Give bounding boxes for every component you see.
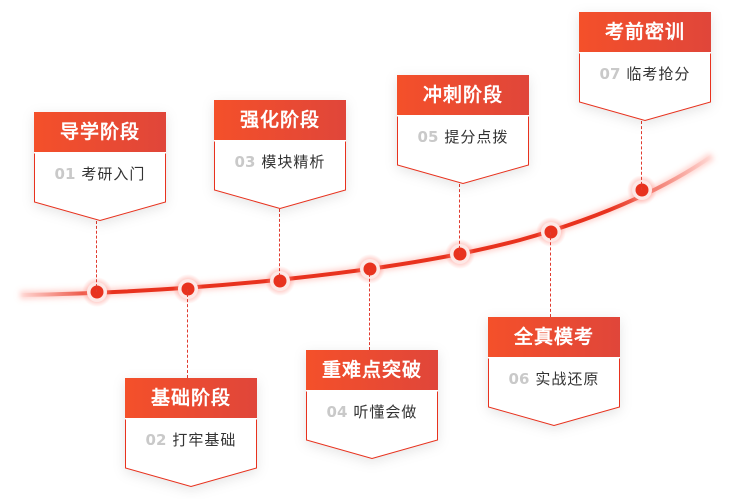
stage-subtitle: 模块精析 bbox=[261, 153, 326, 171]
stage-body: 01 考研入门 bbox=[34, 152, 166, 221]
stage-subtitle: 临考抢分 bbox=[626, 65, 691, 83]
stage-connector-03 bbox=[279, 209, 281, 281]
stage-title: 导学阶段 bbox=[34, 112, 166, 152]
stage-dot-05 bbox=[445, 239, 475, 269]
stage-body: 07 临考抢分 bbox=[579, 52, 711, 121]
stage-card-05: 冲刺阶段 05 提分点拨 bbox=[397, 75, 529, 184]
stage-body-row: 01 考研入门 bbox=[38, 162, 162, 186]
stage-dot-03 bbox=[265, 266, 295, 296]
stage-subtitle: 听懂会做 bbox=[353, 403, 418, 421]
card-body-shape bbox=[125, 418, 257, 487]
stage-body: 02 打牢基础 bbox=[125, 418, 257, 487]
stage-title: 全真模考 bbox=[488, 317, 620, 357]
stage-body-row: 06 实战还原 bbox=[492, 367, 616, 391]
card-body-shape bbox=[34, 152, 166, 221]
stage-number: 04 bbox=[326, 403, 348, 421]
card-body-shape bbox=[306, 390, 438, 459]
stage-connector-04 bbox=[369, 269, 371, 350]
stage-body-row: 03 模块精析 bbox=[218, 150, 342, 174]
stage-body-row: 07 临考抢分 bbox=[583, 62, 707, 86]
stage-card-02: 基础阶段 02 打牢基础 bbox=[125, 378, 257, 487]
stage-title: 基础阶段 bbox=[125, 378, 257, 418]
stage-title: 重难点突破 bbox=[306, 350, 438, 390]
stage-card-03: 强化阶段 03 模块精析 bbox=[214, 100, 346, 209]
stage-card-04: 重难点突破 04 听懂会做 bbox=[306, 350, 438, 459]
stage-dot-07 bbox=[627, 175, 657, 205]
stage-connector-02 bbox=[187, 289, 189, 378]
stage-title: 强化阶段 bbox=[214, 100, 346, 140]
stage-connector-07 bbox=[641, 121, 643, 190]
card-body-shape bbox=[214, 140, 346, 209]
card-body-shape bbox=[579, 52, 711, 121]
stage-connector-05 bbox=[459, 184, 461, 254]
stage-body: 05 提分点拨 bbox=[397, 115, 529, 184]
stage-body: 06 实战还原 bbox=[488, 357, 620, 426]
card-body-shape bbox=[397, 115, 529, 184]
stage-body-row: 05 提分点拨 bbox=[401, 125, 525, 149]
stage-title: 冲刺阶段 bbox=[397, 75, 529, 115]
stage-number: 03 bbox=[234, 153, 256, 171]
stage-number: 07 bbox=[599, 65, 621, 83]
stage-subtitle: 考研入门 bbox=[81, 165, 146, 183]
stage-body-row: 02 打牢基础 bbox=[129, 428, 253, 452]
stage-number: 06 bbox=[508, 370, 530, 388]
stage-subtitle: 打牢基础 bbox=[172, 431, 237, 449]
stage-connector-06 bbox=[550, 232, 552, 317]
stage-subtitle: 提分点拨 bbox=[444, 128, 509, 146]
stage-card-07: 考前密训 07 临考抢分 bbox=[579, 12, 711, 121]
stage-title: 考前密训 bbox=[579, 12, 711, 52]
stage-number: 02 bbox=[145, 431, 167, 449]
stage-body: 04 听懂会做 bbox=[306, 390, 438, 459]
stage-subtitle: 实战还原 bbox=[535, 370, 600, 388]
stage-number: 01 bbox=[54, 165, 76, 183]
stage-connector-01 bbox=[96, 221, 98, 292]
stage-body-row: 04 听懂会做 bbox=[310, 400, 434, 424]
stage-card-01: 导学阶段 01 考研入门 bbox=[34, 112, 166, 221]
stage-number: 05 bbox=[417, 128, 439, 146]
card-body-shape bbox=[488, 357, 620, 426]
stage-dot-01 bbox=[82, 277, 112, 307]
stage-card-06: 全真模考 06 实战还原 bbox=[488, 317, 620, 426]
stage-body: 03 模块精析 bbox=[214, 140, 346, 209]
